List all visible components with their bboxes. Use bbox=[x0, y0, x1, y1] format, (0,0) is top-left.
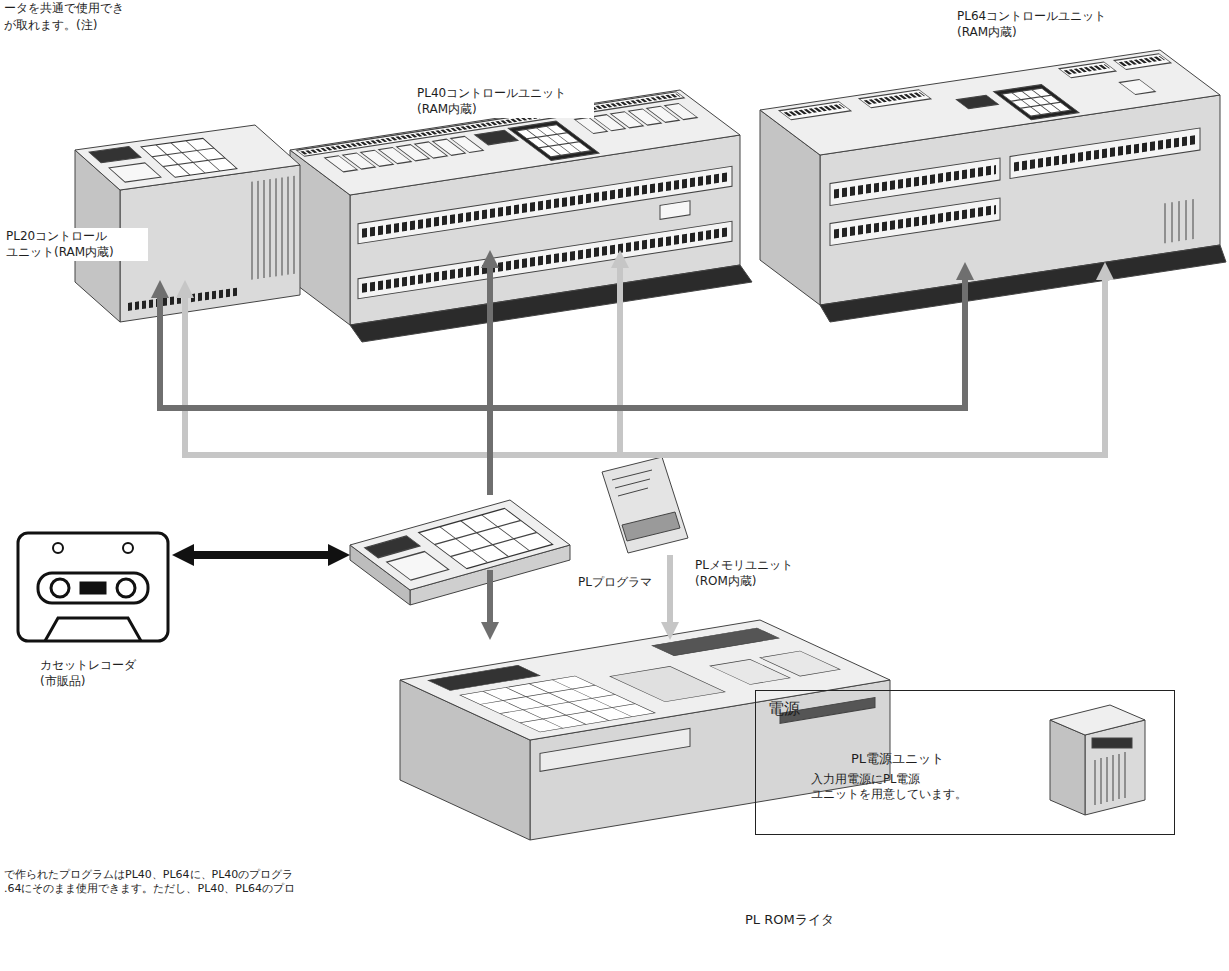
pl40-unit-drawing bbox=[290, 90, 752, 342]
note-text: ータを共通で使用でき bbox=[4, 1, 124, 17]
programmer-unit: PLプログラマ bbox=[350, 495, 570, 570]
programmer-drawing bbox=[350, 500, 570, 605]
pl64-unit-drawing bbox=[760, 50, 1226, 322]
memory-card-drawing bbox=[602, 457, 688, 553]
node-label: PLメモリユニット (ROM内蔵) bbox=[695, 558, 810, 589]
signal-arrow bbox=[160, 294, 490, 495]
signal-arrow bbox=[667, 555, 673, 626]
signal-arrow bbox=[620, 276, 1105, 455]
cassette-recorder: カセットレコーダ (市販品) bbox=[15, 530, 172, 645]
node-label: PL20コントロール ユニット(RAM内蔵) bbox=[4, 228, 148, 261]
node-label: PL ROMライタ bbox=[745, 912, 834, 929]
control-unit: PL40コントロールユニット (RAM内蔵) bbox=[290, 90, 760, 250]
power-panel: 電源 PL電源ユニット入力用電源にPL電源 ユニットを用意しています。 bbox=[755, 690, 1175, 835]
memory-unit: PLメモリユニット (ROM内蔵) bbox=[598, 455, 690, 555]
note-text: が取れます。(注) bbox=[4, 18, 97, 34]
signal-arrow bbox=[490, 276, 965, 495]
signal-arrow bbox=[617, 264, 623, 455]
node-label: 電源 bbox=[768, 699, 800, 720]
rom-writer-drawing bbox=[400, 620, 890, 840]
node-label: PL40コントロールユニット (RAM内蔵) bbox=[415, 85, 594, 118]
node-body: 入力用電源にPL電源 ユニットを用意しています。 bbox=[811, 772, 981, 802]
node-label: PL電源ユニット bbox=[851, 751, 944, 768]
control-unit: PL64コントロールユニット (RAM内蔵) bbox=[740, 40, 1220, 262]
power-unit-drawing bbox=[1050, 705, 1145, 815]
cassette-icon bbox=[18, 533, 168, 641]
control-unit: PL20コントロール ユニット(RAM内蔵) bbox=[60, 120, 300, 280]
node-label: PL64コントロールユニット (RAM内蔵) bbox=[955, 8, 1134, 41]
power-unit: PL電源ユニット入力用電源にPL電源 ユニットを用意しています。 bbox=[811, 751, 1041, 816]
signal-arrow bbox=[487, 570, 493, 626]
signal-arrow bbox=[185, 294, 620, 455]
node-label: カセットレコーダ (市販品) bbox=[40, 658, 155, 689]
node-label: PLプログラマ bbox=[578, 575, 652, 591]
note-text: で作られたプログラムはPL40、PL64に、PL40のプログラ .64にそのまま… bbox=[4, 868, 434, 897]
signal-arrow bbox=[190, 551, 333, 559]
pl20-unit-drawing bbox=[75, 125, 300, 322]
